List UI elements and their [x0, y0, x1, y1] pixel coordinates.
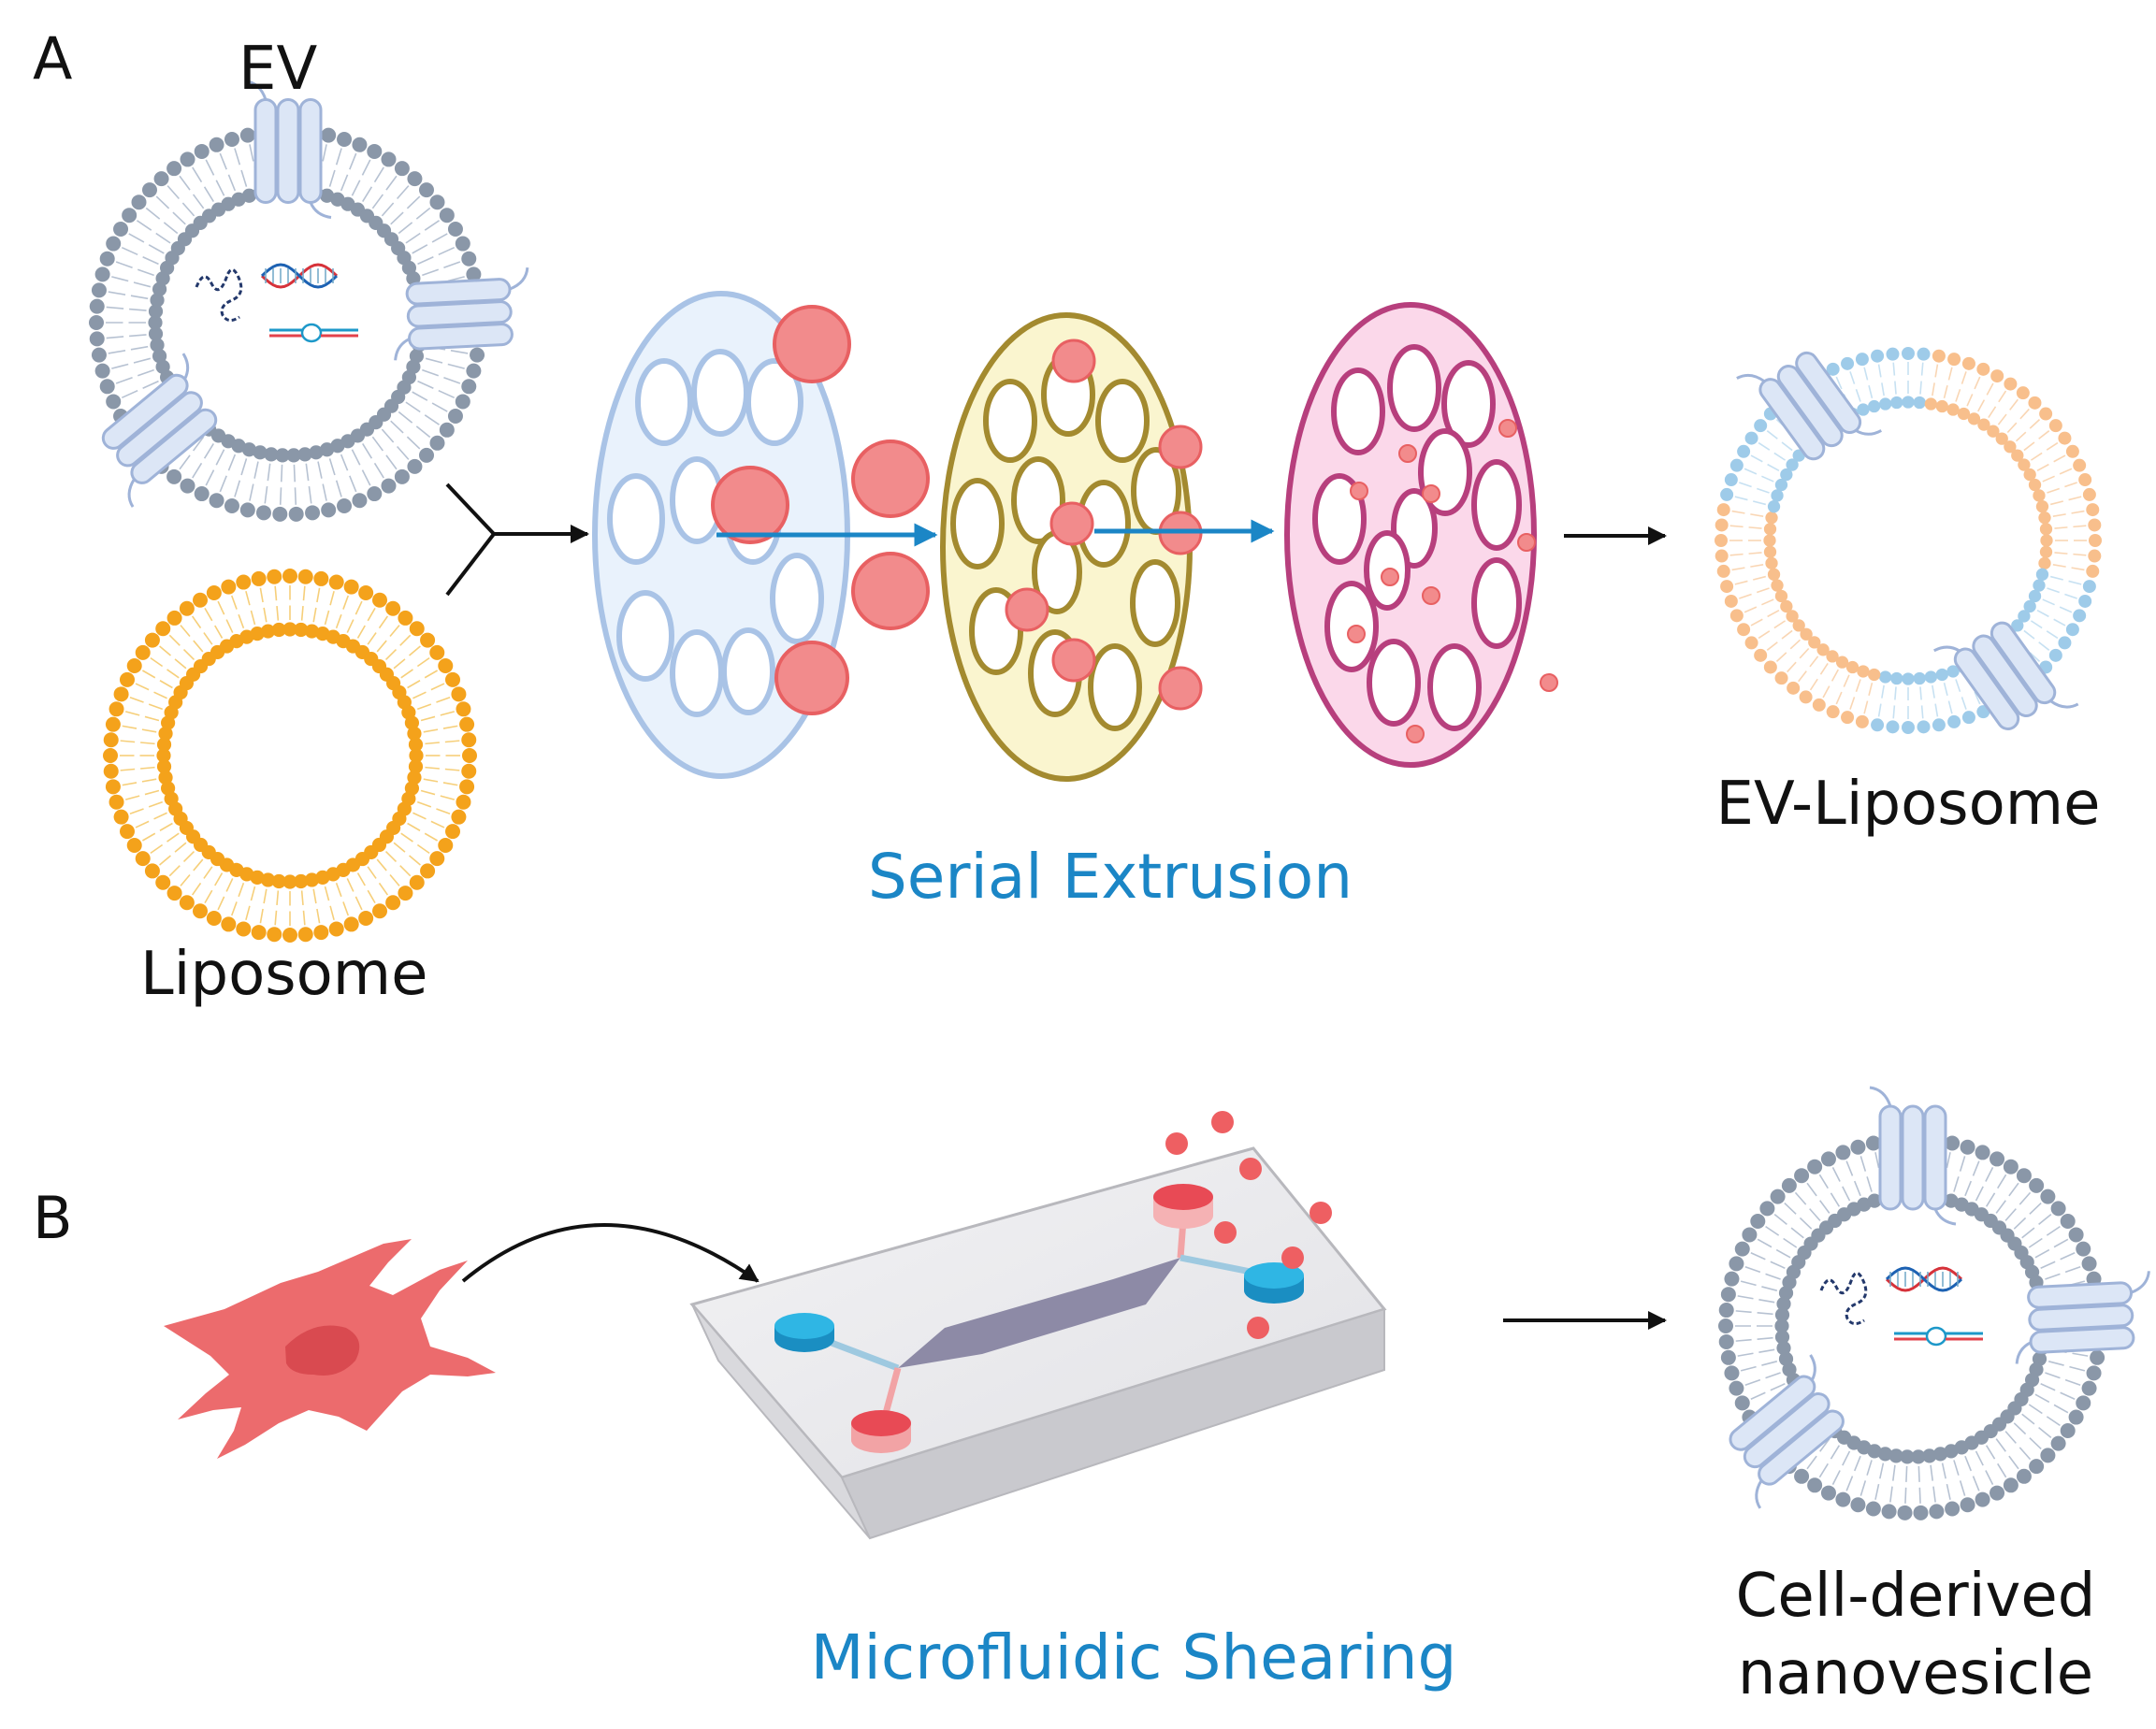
microfluidic-chip-icon [689, 1146, 1387, 1540]
arrow-to-chip [461, 1223, 760, 1283]
microfluidic-shearing-label: Microfluidic Shearing [810, 1621, 1457, 1693]
nanovesicle-label-line2: nanovesicle [1737, 1639, 2094, 1708]
ev-vesicle-icon [1718, 1086, 2150, 1520]
serial-extrusion-label: Serial Extrusion [867, 841, 1353, 913]
ev-label: EV [239, 35, 318, 104]
ev-liposome-label: EV-Liposome [1715, 770, 2101, 839]
membrane-filter-icon [940, 312, 1193, 782]
inlet-port [774, 1313, 834, 1352]
merge-arrow [445, 483, 589, 597]
inlet-port [1244, 1262, 1304, 1304]
nanovesicle-particles [1165, 1111, 1332, 1339]
cell-icon [164, 1239, 496, 1459]
outlet-port [1153, 1184, 1213, 1229]
particles-large [711, 305, 930, 715]
particles-small [1347, 419, 1558, 743]
outlet-port [851, 1410, 911, 1453]
ev-vesicle-icon [89, 79, 529, 522]
membrane-filter-icon [1284, 302, 1537, 768]
panel-b-letter: B [33, 1184, 73, 1252]
nanovesicle-label-line1: Cell-derived [1735, 1562, 2096, 1631]
flow-arrows [716, 519, 1275, 547]
panel-a-letter: A [33, 24, 73, 93]
liposome-label: Liposome [140, 940, 428, 1009]
liposome-icon [103, 569, 477, 943]
hybrid-vesicle-icon [1715, 347, 2102, 734]
